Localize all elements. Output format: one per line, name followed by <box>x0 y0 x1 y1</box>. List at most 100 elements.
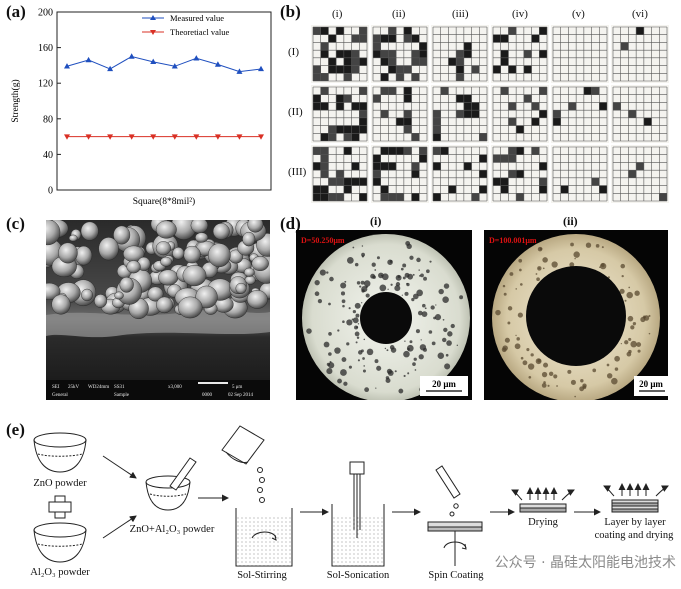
panel-b-col-0: (i) <box>332 8 343 20</box>
grid-cell-2-1 <box>371 145 429 203</box>
series-1-point-5 <box>171 134 178 140</box>
panel-d-sub-i: (i) <box>370 214 382 228</box>
series-1-point-4 <box>150 134 157 140</box>
series-0-point-5 <box>171 63 178 69</box>
label-zno-powder: ZnO powder <box>33 478 87 489</box>
grid-cell-0-0 <box>311 25 369 83</box>
sem-info-2: WD24mm <box>88 385 109 390</box>
series-0-point-8 <box>236 68 243 74</box>
layer-stack-icon <box>603 483 669 513</box>
legend-marker-0 <box>150 15 156 20</box>
panel-d-sub-ii: (ii) <box>563 214 578 228</box>
legend-theoretical: Theoretiacl value <box>170 27 229 37</box>
panel-b-row-2: (III) <box>288 166 307 178</box>
grid-cell-1-0 <box>311 85 369 143</box>
grid-cell-2-0 <box>311 145 369 203</box>
defect-spots-i <box>306 241 464 394</box>
y-tick-label-0: 0 <box>48 186 53 197</box>
y-tick-label-4: 160 <box>38 43 53 54</box>
sem-scale-bar <box>198 382 228 384</box>
y-tick-label-3: 120 <box>38 79 53 90</box>
series-1-point-9 <box>258 134 264 140</box>
scale-label-i: 20 μm <box>432 379 456 389</box>
series-1-point-6 <box>193 134 200 140</box>
defect-spots-ii <box>495 242 651 398</box>
plot-frame <box>56 11 272 191</box>
panel-b-col-5: (vi) <box>632 8 648 20</box>
watermark-text: 公众号 · 晶硅太阳能电池技术 <box>494 555 676 571</box>
y-tick-label-5: 200 <box>38 8 53 19</box>
panel-b-row-0: (I) <box>288 46 299 58</box>
y-tick-label-2: 80 <box>43 114 53 125</box>
strength-chart: 0 40 80 120 160 200 Measured value Theoretiac… <box>10 8 272 207</box>
grid-cell-2-2 <box>431 145 489 203</box>
diameter-label-i: D=50.250μm <box>301 236 345 245</box>
label-spin-coating: Spin Coating <box>428 570 484 581</box>
series-0-point-7 <box>214 61 221 67</box>
legend-measured: Measured value <box>170 13 224 23</box>
zno-bowl-icon <box>33 432 87 473</box>
x-axis-label: Square(8*8mil²) <box>133 196 195 207</box>
series-0-point-1 <box>85 56 92 63</box>
series-0-point-4 <box>150 58 157 65</box>
sem-info-3: SS31 <box>114 385 125 390</box>
mortar-pestle-icon <box>145 457 197 511</box>
sem-info-0: SEI <box>52 385 60 390</box>
series-1-point-1 <box>85 134 92 140</box>
panel-b-row-1: (II) <box>288 106 303 118</box>
panel-b-col-3: (iv) <box>512 8 528 20</box>
panel-label-a: (a) <box>6 2 26 21</box>
sem-info-1: 25kV <box>68 385 80 390</box>
sem-info2-0: General <box>52 393 68 398</box>
grid-cell-2-3 <box>491 145 549 203</box>
series-1-point-7 <box>214 134 221 140</box>
sem-grains <box>46 220 270 320</box>
series-1-point-2 <box>107 134 114 140</box>
legend-marker-1 <box>150 30 156 35</box>
grid-cell-0-4 <box>551 25 609 83</box>
grid-cell-1-3 <box>491 85 549 143</box>
chart-legend: Measured value Theoretiacl value <box>142 13 229 37</box>
process-schematic <box>33 425 669 567</box>
grid-cell-1-2 <box>431 85 489 143</box>
label-drying: Drying <box>528 517 558 528</box>
grid-cell-1-5 <box>611 85 669 143</box>
falling-powder <box>257 467 265 503</box>
stirring-beaker-icon <box>235 508 293 567</box>
series-0-point-9 <box>258 65 264 72</box>
grid-cell-1-1 <box>371 85 429 143</box>
label-layer-line1: Layer by layer <box>604 517 666 528</box>
series-0-point-2 <box>107 65 114 72</box>
series-1-point-3 <box>128 134 135 140</box>
label-sol-stirring: Sol-Stirring <box>237 570 287 581</box>
series-line-0 <box>66 55 262 73</box>
grid-cell-1-4 <box>551 85 609 143</box>
sem-info2-2: 0000 <box>202 393 213 398</box>
diameter-label-ii: D=100.001μm <box>489 236 537 245</box>
chart-series <box>64 53 264 140</box>
label-sol-sonication: Sol-Sonication <box>326 570 390 581</box>
label-al2o3-powder: Al₂O₃ powder <box>30 567 90 578</box>
panel-b-col-4: (v) <box>572 8 585 20</box>
sem-info-5: 5 μm <box>232 385 242 390</box>
grid-cell-0-1 <box>371 25 429 83</box>
grid-cell-0-5 <box>611 25 669 83</box>
panel-label-c: (c) <box>6 214 25 233</box>
sem-image: SEI 25kV WD24mm SS31 x3,000 5 μm General… <box>46 220 270 400</box>
arrow-al2o3-to-mix <box>102 515 137 539</box>
label-mix-powder: ZnO+Al₂O₃ powder <box>129 524 215 535</box>
grid-cell-0-3 <box>491 25 549 83</box>
y-axis-ticks: 0 40 80 120 160 200 <box>38 8 61 197</box>
plus-icon <box>48 495 72 519</box>
spin-coater-icon <box>427 465 483 566</box>
optical-image-ii: D=100.001μm 20 μm <box>484 230 668 400</box>
y-tick-label-1: 40 <box>43 150 53 161</box>
y-axis-label: Strength(g) <box>10 79 21 122</box>
panel-label-b: (b) <box>280 2 301 21</box>
panel-b-col-2: (iii) <box>452 8 469 20</box>
series-0-point-3 <box>128 53 135 59</box>
grid-cell-2-4 <box>551 145 609 203</box>
series-0-point-6 <box>193 55 200 61</box>
series-1-point-8 <box>236 134 243 140</box>
label-layer-line2: coating and drying <box>594 530 674 541</box>
